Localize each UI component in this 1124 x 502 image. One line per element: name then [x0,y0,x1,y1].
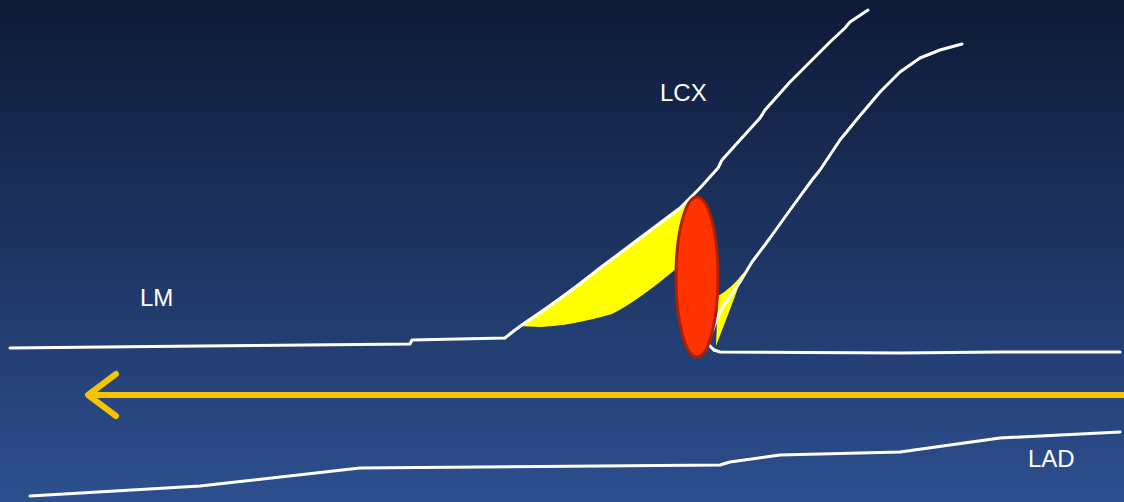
lad-lower-wall [30,432,1120,496]
direction-arrow [92,392,1124,398]
lcx-lower-wall [708,44,962,350]
vessel-label: LCX [660,80,707,106]
arrow-head [88,374,116,416]
lad-upper-wall [714,350,1120,353]
lm-upper-wall [10,10,868,348]
vessel-label: LAD [1028,446,1075,472]
vessel-label: LM [140,285,173,311]
balloon-ellipse [676,197,718,357]
